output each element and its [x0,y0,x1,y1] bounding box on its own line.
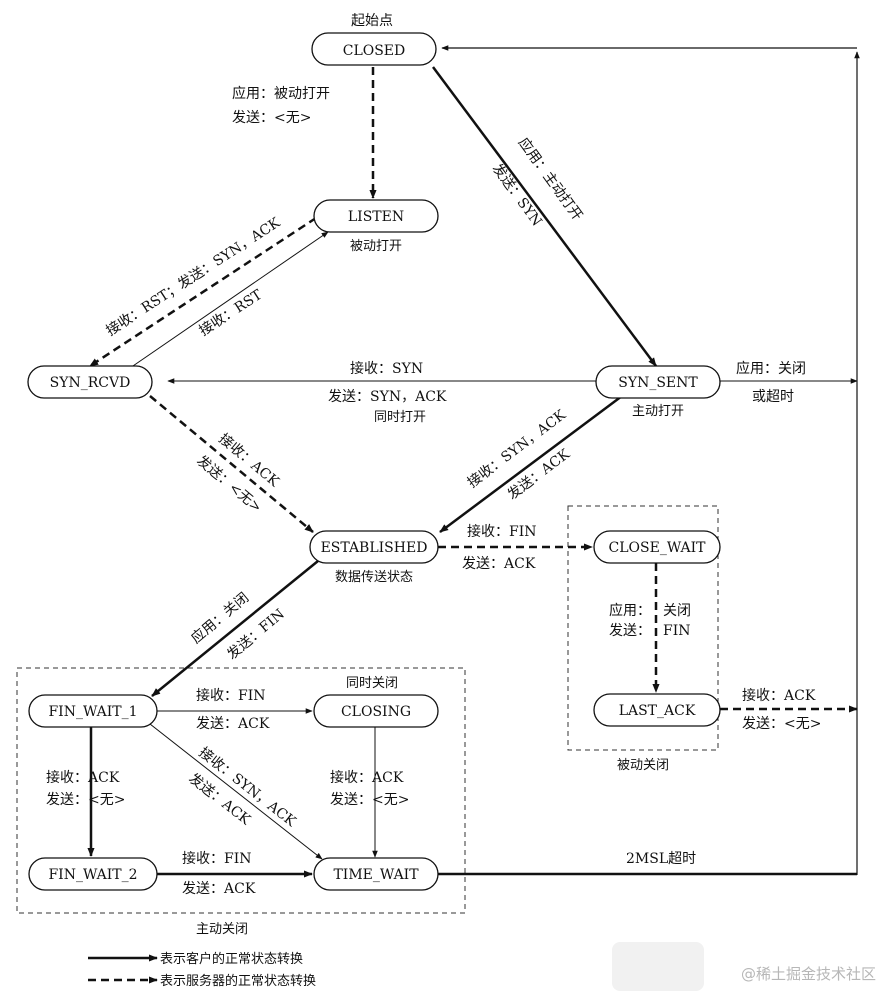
state-fin-wait-2-label: FIN_WAIT_2 [48,867,137,883]
passive-close-region [567,505,719,751]
data-transfer-note: 数据传送状态 [335,570,413,585]
active-close-region [16,667,466,914]
label-est-closewait-1: 接收：FIN [467,523,537,540]
state-listen-label: LISTEN [348,209,404,225]
label-closed-listen-1: 应用：被动打开 [232,85,330,102]
passive-open-note: 被动打开 [350,239,402,254]
simultaneous-close-note: 同时关闭 [346,676,398,691]
passive-close-note: 被动关闭 [617,758,669,773]
label-timewait-closed: 2MSL超时 [626,851,696,867]
edge-synsent-established [439,394,623,534]
label-synsent-closed-2: 或超时 [752,389,794,405]
edge-finwait1-timewait [149,723,323,860]
label-synrcvd-listen: 接收：RST [196,286,266,340]
edge-listen-synrcvd [89,216,317,368]
state-closed: CLOSED [311,32,437,66]
label-finwait1-closing-2: 发送：ACK [196,716,270,732]
label-closewait-lastack-1b: 关闭 [663,603,691,619]
label-closing-timewait-2: 发送：<无> [330,792,409,808]
state-time-wait: TIME_WAIT [313,857,439,891]
state-close-wait: CLOSE_WAIT [593,530,721,564]
state-fin-wait-1: FIN_WAIT_1 [28,694,158,728]
label-synsent-synrcvd-1: 接收：SYN [350,360,423,377]
state-syn-sent-label: SYN_SENT [618,375,698,391]
state-fin-wait-2: FIN_WAIT_2 [28,857,158,891]
label-closewait-lastack-1: 应用： [609,602,651,619]
label-finwait1-finwait2-2: 发送：<无> [46,792,125,808]
state-established: ESTABLISHED [309,530,439,564]
watermark: @稀土掘金技术社区 [612,942,876,991]
label-listen-synrcvd: 接收：RST；发送：SYN，ACK [103,214,284,340]
label-finwait1-closing-1: 接收：FIN [196,687,266,704]
state-closed-label: CLOSED [343,43,406,59]
edge-synrcvd-established [149,395,314,533]
label-closewait-lastack-2b: FIN [663,623,691,639]
edge-synrcvd-listen [129,231,329,369]
active-close-note: 主动关闭 [196,922,248,937]
label-est-closewait-2: 发送：ACK [462,556,536,572]
label-lastack-closed-1: 接收：ACK [742,687,816,704]
legend-client-label: 表示客户的正常状态转换 [160,951,303,967]
state-closing: CLOSING [313,694,439,728]
state-syn-rcvd-label: SYN_RCVD [50,375,131,391]
label-synsent-synrcvd-2: 发送：SYN，ACK [328,389,447,405]
label-finwait1-finwait2-1: 接收：ACK [46,769,120,786]
label-lastack-closed-2: 发送：<无> [742,716,821,732]
state-close-wait-label: CLOSE_WAIT [609,540,707,556]
start-point-note: 起始点 [351,13,393,29]
state-fin-wait-1-label: FIN_WAIT_1 [48,704,137,720]
legend: 表示客户的正常状态转换 表示服务器的正常状态转换 [88,951,316,989]
label-closewait-lastack-2: 发送： [609,623,651,639]
state-syn-sent: SYN_SENT [595,365,721,399]
simultaneous-open-note: 同时打开 [374,410,426,425]
state-time-wait-label: TIME_WAIT [333,867,419,883]
watermark-text: @稀土掘金技术社区 [741,965,876,983]
label-closing-timewait-1: 接收：ACK [330,769,404,786]
state-closing-label: CLOSING [341,704,411,720]
edge-closed-synsent [431,66,658,367]
edge-established-finwait1 [151,560,319,697]
label-synsent-closed-1: 应用：关闭 [736,360,806,377]
state-last-ack-label: LAST_ACK [619,703,696,719]
state-last-ack: LAST_ACK [593,693,721,727]
active-open-note: 主动打开 [632,404,684,419]
legend-server-label: 表示服务器的正常状态转换 [160,973,316,989]
state-listen: LISTEN [313,199,439,233]
state-syn-rcvd: SYN_RCVD [27,365,153,399]
state-established-label: ESTABLISHED [321,540,428,556]
label-closed-listen-2: 发送：<无> [232,110,311,126]
label-finwait2-timewait-1: 接收：FIN [182,850,252,867]
label-finwait2-timewait-2: 发送：ACK [182,881,256,897]
